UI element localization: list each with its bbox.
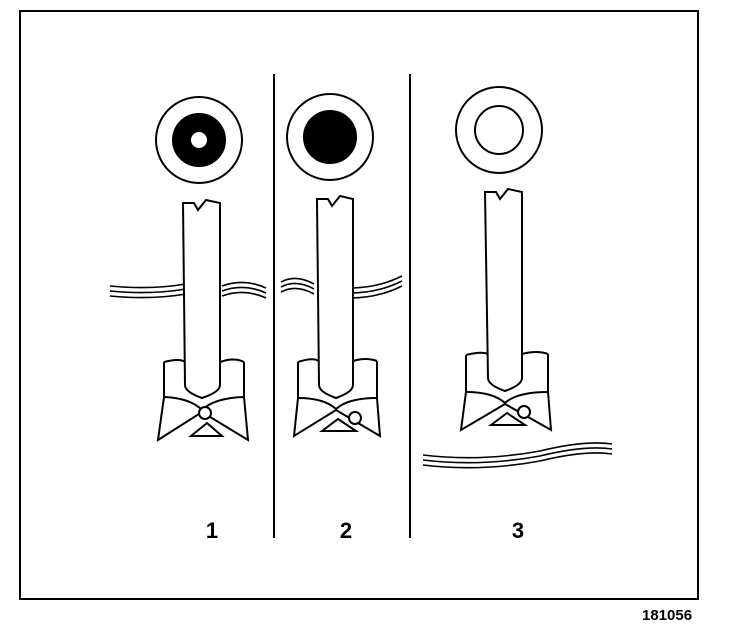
panel-label-1: 1 xyxy=(205,518,219,543)
panel-1 xyxy=(109,96,267,443)
indicator-solid-dark-icon xyxy=(286,93,374,181)
hydrometer-probe-icon xyxy=(292,194,382,438)
hydrometer-probe-icon xyxy=(156,198,250,443)
panel-label-2: 2 xyxy=(339,518,353,543)
figure-id: 181056 xyxy=(642,607,693,624)
fluid-level-line xyxy=(109,281,267,299)
fluid-level-line xyxy=(280,275,403,299)
panel-2 xyxy=(280,93,403,438)
diagram-frame xyxy=(19,10,699,600)
indicator-clear-icon xyxy=(455,86,543,174)
panel-label-3: 3 xyxy=(511,518,525,543)
fluid-level-line xyxy=(422,442,613,469)
panel-3 xyxy=(422,86,613,469)
indicator-ring-with-dot-icon xyxy=(155,96,243,184)
hydrometer-probe-icon xyxy=(459,187,553,432)
